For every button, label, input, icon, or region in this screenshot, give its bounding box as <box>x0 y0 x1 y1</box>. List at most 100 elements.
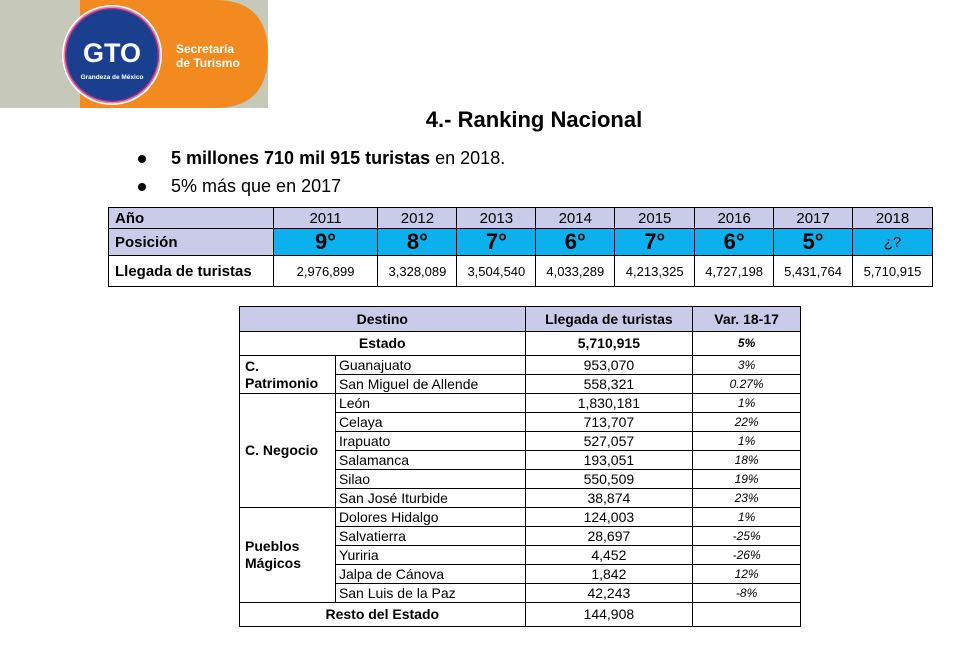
dest-value: 1,830,181 <box>524 393 694 413</box>
dest-value: 713,707 <box>524 412 694 432</box>
arrivals-cell: 4,213,325 <box>614 255 696 287</box>
group-patrimonio: C. Patrimonio <box>239 355 336 394</box>
dest-name: Salamanca <box>334 450 526 470</box>
year-cell: 2015 <box>614 207 696 229</box>
arrivals-cell: 3,504,540 <box>456 255 537 287</box>
group-negocio: C. Negocio <box>239 393 336 508</box>
dest-value: 1,842 <box>524 564 694 584</box>
position-cell: 7° <box>614 228 696 256</box>
dest-var: 23% <box>692 488 801 508</box>
ranking-table: Año 2011 2012 2013 2014 2015 2016 2017 2… <box>108 207 933 287</box>
estado-var: 5% <box>692 331 801 356</box>
dest-name: Guanajuato <box>334 355 526 375</box>
dest-var: 18% <box>692 450 801 470</box>
table-row: C. Negocio León 1,830,181 1% <box>239 393 801 508</box>
dest-var: -26% <box>692 545 801 565</box>
year-cell: 2016 <box>694 207 775 229</box>
arrivals-label: Llegada de turistas <box>108 255 274 287</box>
year-cell: 2017 <box>773 207 854 229</box>
dest-var: 12% <box>692 564 801 584</box>
col-destino-header: Destino <box>239 306 526 332</box>
ranking-arrivals-row: Llegada de turistas 2,976,899 3,328,089 … <box>108 255 933 287</box>
position-cell: 6° <box>694 228 775 256</box>
dest-name: Dolores Hidalgo <box>334 507 526 527</box>
year-cell: 2018 <box>852 207 933 229</box>
resto-var <box>692 602 801 627</box>
arrivals-cell: 4,033,289 <box>535 255 616 287</box>
arrivals-cell: 2,976,899 <box>272 255 379 287</box>
page-title: 4.- Ranking Nacional <box>425 107 643 132</box>
year-label: Año <box>108 207 274 229</box>
bullet-list: 5 millones 710 mil 915 turistas en 2018.… <box>138 146 505 202</box>
dest-name: Celaya <box>334 412 526 432</box>
dest-var: -8% <box>692 583 801 603</box>
estado-label: Estado <box>239 331 526 356</box>
resto-label: Resto del Estado <box>239 602 526 627</box>
dest-name: Silao <box>334 469 526 489</box>
dest-var: -25% <box>692 526 801 546</box>
position-label: Posición <box>108 228 274 256</box>
dest-name: Jalpa de Cánova <box>334 564 526 584</box>
table-row: Pueblos Mágicos Dolores Hidalgo 124,003 … <box>239 507 801 603</box>
dest-value: 193,051 <box>524 450 694 470</box>
dest-value: 4,452 <box>524 545 694 565</box>
position-cell: 7° <box>456 228 537 256</box>
year-cell: 2011 <box>272 207 379 229</box>
position-cell: 8° <box>377 228 458 256</box>
year-cell: 2014 <box>535 207 616 229</box>
secretaria-line2: de Turismo <box>176 56 240 70</box>
position-cell: 9° <box>272 228 379 256</box>
bullet-text: en 2018. <box>430 148 506 168</box>
group-pueblos-magicos: Pueblos Mágicos <box>239 507 336 603</box>
arrivals-cell: 5,431,764 <box>773 255 854 287</box>
dest-name: Yuriria <box>334 545 526 565</box>
resto-row: Resto del Estado 144,908 <box>239 602 801 627</box>
table-row: Salvatierra 28,697 -25% <box>240 526 801 546</box>
dest-var: 19% <box>692 469 801 489</box>
arrivals-cell: 5,710,915 <box>852 255 933 287</box>
col-var-header: Var. 18-17 <box>692 306 801 332</box>
dest-var: 1% <box>692 431 801 451</box>
dest-name: Irapuato <box>334 431 526 451</box>
bullet-dot-icon <box>138 183 146 191</box>
dest-value: 558,321 <box>524 374 694 394</box>
dest-name: San Luis de la Paz <box>334 583 526 603</box>
dest-var: 1% <box>692 393 801 413</box>
dest-name: León <box>334 393 526 413</box>
dest-value: 38,874 <box>524 488 694 508</box>
dest-var: 22% <box>692 412 801 432</box>
resto-value: 144,908 <box>524 602 694 627</box>
bullet-item: 5% más que en 2017 <box>138 174 505 202</box>
logo-accent <box>63 6 161 104</box>
estado-row: Estado 5,710,915 5% <box>239 331 801 356</box>
table-row: Irapuato 527,057 1% <box>240 431 801 451</box>
dest-header-row: Destino Llegada de turistas Var. 18-17 <box>239 306 801 332</box>
dest-name: Salvatierra <box>334 526 526 546</box>
estado-value: 5,710,915 <box>524 331 694 356</box>
logo-circle <box>65 8 159 102</box>
bullet-bold-text: 5 millones 710 mil 915 turistas <box>171 148 431 168</box>
table-row: C. Patrimonio Guanajuato 953,070 3% <box>239 355 801 394</box>
dest-value: 42,243 <box>524 583 694 603</box>
table-row: San José Iturbide 38,874 23% <box>240 488 801 508</box>
dest-value: 28,697 <box>524 526 694 546</box>
dest-var: 0.27% <box>692 374 801 394</box>
col-llegada-header: Llegada de turistas <box>524 306 694 332</box>
destinations-table: Destino Llegada de turistas Var. 18-17 E… <box>239 306 801 627</box>
bullet-text: 5% más que en 2017 <box>171 176 342 196</box>
arrivals-cell: 3,328,089 <box>377 255 458 287</box>
ranking-position-row: Posición 9° 8° 7° 6° 7° 6° 5° ¿? <box>108 228 933 256</box>
dest-name: San Miguel de Allende <box>334 374 526 394</box>
bullet-dot-icon <box>138 155 146 163</box>
table-row: Salamanca 193,051 18% <box>240 450 801 470</box>
dest-value: 527,057 <box>524 431 694 451</box>
year-cell: 2013 <box>456 207 537 229</box>
position-cell: 5° <box>773 228 854 256</box>
dest-var: 3% <box>692 355 801 375</box>
dest-value: 550,509 <box>524 469 694 489</box>
position-cell: 6° <box>535 228 616 256</box>
secretaria-line1: Secretaría <box>176 42 234 56</box>
ranking-year-row: Año 2011 2012 2013 2014 2015 2016 2017 2… <box>108 207 933 229</box>
dest-name: San José Iturbide <box>334 488 526 508</box>
logo-text: GTO <box>83 38 141 68</box>
